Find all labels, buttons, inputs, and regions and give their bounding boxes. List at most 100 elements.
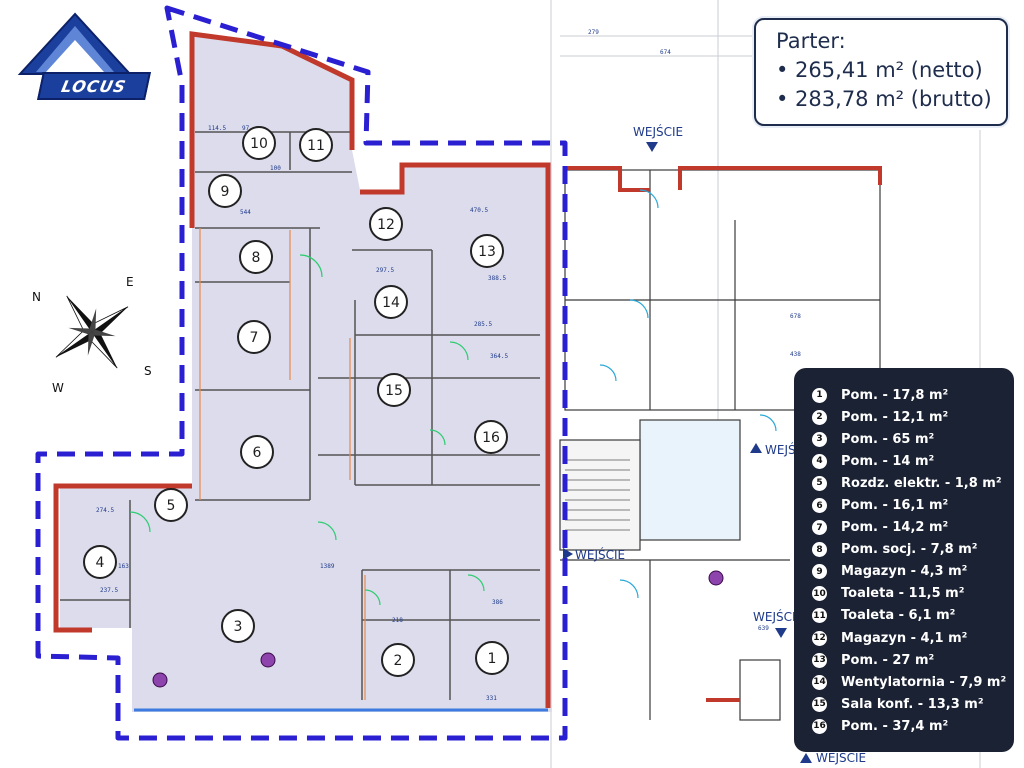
summary-brutto: • 283,78 m² (brutto) bbox=[776, 87, 992, 111]
legend-label: Pom. - 65 m² bbox=[841, 431, 935, 447]
legend-item: 11 Toaleta - 6,1 m² bbox=[812, 605, 1014, 627]
door-swings-blue bbox=[599, 189, 777, 599]
legend-number: 4 bbox=[812, 453, 827, 469]
door-swings bbox=[129, 254, 485, 606]
svg-text:3: 3 bbox=[234, 619, 243, 635]
dimension-labels: 279 674 114.5 97 100 544 470.5 388.5 297… bbox=[96, 29, 801, 702]
svg-text:4: 4 bbox=[96, 555, 105, 571]
room-marker-15: 15 bbox=[377, 373, 411, 407]
legend-label: Pom. socj. - 7,8 m² bbox=[841, 542, 978, 558]
legend-item: 3 Pom. - 65 m² bbox=[812, 428, 1014, 450]
svg-text:7: 7 bbox=[250, 330, 259, 346]
room-marker-5: 5 bbox=[154, 488, 188, 522]
area-summary: Parter: • 265,41 m² (netto) • 283,78 m² … bbox=[754, 18, 1008, 126]
svg-text:388.5: 388.5 bbox=[488, 275, 506, 282]
svg-text:114.5: 114.5 bbox=[208, 125, 226, 132]
legend-number: 16 bbox=[812, 718, 827, 734]
svg-text:9: 9 bbox=[221, 184, 230, 200]
adjacent-walls bbox=[565, 166, 882, 702]
svg-text:6: 6 bbox=[253, 445, 262, 461]
legend-label: Pom. - 14,2 m² bbox=[841, 520, 949, 536]
legend-number: 14 bbox=[812, 674, 827, 690]
legend-number: 15 bbox=[812, 696, 827, 712]
legend-label: Pom. - 16,1 m² bbox=[841, 498, 949, 514]
locus-logo: LOCUS bbox=[12, 12, 151, 100]
svg-text:274.5: 274.5 bbox=[96, 507, 114, 514]
room-marker-4: 4 bbox=[83, 545, 117, 579]
legend-label: Sala konf. - 13,3 m² bbox=[841, 696, 984, 712]
svg-text:100: 100 bbox=[270, 165, 281, 172]
floor-area bbox=[60, 34, 552, 712]
svg-text:386: 386 bbox=[492, 599, 503, 606]
legend-number: 3 bbox=[812, 431, 827, 447]
legend-number: 2 bbox=[812, 409, 827, 425]
legend-label: Pom. - 27 m² bbox=[841, 652, 935, 668]
summary-title: Parter: bbox=[776, 29, 846, 53]
room-marker-9: 9 bbox=[208, 174, 242, 208]
room-marker-12: 12 bbox=[369, 207, 403, 241]
room-marker-2: 2 bbox=[381, 643, 415, 677]
legend-item: 15 Sala konf. - 13,3 m² bbox=[812, 693, 1014, 715]
svg-text:674: 674 bbox=[660, 49, 671, 56]
legend-label: Toaleta - 11,5 m² bbox=[841, 586, 965, 602]
room-marker-7: 7 bbox=[237, 320, 271, 354]
svg-text:14: 14 bbox=[382, 295, 400, 311]
legend-number: 9 bbox=[812, 564, 827, 580]
svg-text:N: N bbox=[32, 290, 41, 304]
svg-text:364.5: 364.5 bbox=[490, 353, 508, 360]
svg-text:1389: 1389 bbox=[320, 563, 335, 570]
svg-text:470.5: 470.5 bbox=[470, 207, 488, 214]
svg-text:15: 15 bbox=[385, 383, 403, 399]
room-marker-1: 1 bbox=[475, 641, 509, 675]
columns bbox=[152, 570, 724, 688]
svg-text:8: 8 bbox=[252, 250, 261, 266]
room-marker-10: 10 bbox=[242, 126, 276, 160]
stairs bbox=[565, 459, 630, 531]
room-marker-8: 8 bbox=[239, 240, 273, 274]
compass-letters: N E S W bbox=[32, 275, 152, 395]
legend-label: Pom. - 37,4 m² bbox=[841, 718, 949, 734]
room-marker-6: 6 bbox=[240, 435, 274, 469]
entrance-markers: WEJŚCIE WEJŚCIE WEJŚCIE WEJŚCIE WEJŚCIE bbox=[563, 124, 866, 765]
svg-text:639: 639 bbox=[758, 625, 769, 632]
legend-number: 1 bbox=[812, 387, 827, 403]
legend-item: 12 Magazyn - 4,1 m² bbox=[812, 627, 1014, 649]
legend-item: 13 Pom. - 27 m² bbox=[812, 649, 1014, 671]
compass-rose bbox=[55, 295, 129, 369]
room-marker-13: 13 bbox=[470, 234, 504, 268]
logo-text: LOCUS bbox=[37, 72, 151, 100]
room-marker-14: 14 bbox=[374, 285, 408, 319]
legend-label: Rozdz. elektr. - 1,8 m² bbox=[841, 475, 1002, 491]
entrance-label: WEJŚCIE bbox=[633, 124, 683, 139]
legend-number: 12 bbox=[812, 630, 827, 646]
entrance-label: WEJŚCIE bbox=[753, 609, 803, 624]
svg-text:544: 544 bbox=[240, 209, 251, 216]
svg-text:10: 10 bbox=[250, 136, 268, 152]
svg-text:E: E bbox=[126, 275, 134, 289]
svg-text:297.5: 297.5 bbox=[376, 267, 394, 274]
svg-text:285.5: 285.5 bbox=[474, 321, 492, 328]
legend-number: 5 bbox=[812, 475, 827, 491]
room-marker-16: 16 bbox=[474, 420, 508, 454]
svg-text:S: S bbox=[144, 364, 152, 378]
room-marker-3: 3 bbox=[221, 609, 255, 643]
legend-label: Toaleta - 6,1 m² bbox=[841, 608, 956, 624]
svg-text:11: 11 bbox=[307, 138, 325, 154]
legend-label: Magazyn - 4,1 m² bbox=[841, 630, 968, 646]
svg-text:331: 331 bbox=[486, 695, 497, 702]
svg-text:438: 438 bbox=[790, 351, 801, 358]
legend-label: Pom. - 14 m² bbox=[841, 453, 935, 469]
legend-number: 11 bbox=[812, 608, 827, 624]
svg-text:163: 163 bbox=[118, 563, 129, 570]
legend-label: Pom. - 12,1 m² bbox=[841, 409, 949, 425]
interior-walls bbox=[60, 131, 540, 700]
svg-text:W: W bbox=[52, 381, 64, 395]
legend-number: 13 bbox=[812, 652, 827, 668]
